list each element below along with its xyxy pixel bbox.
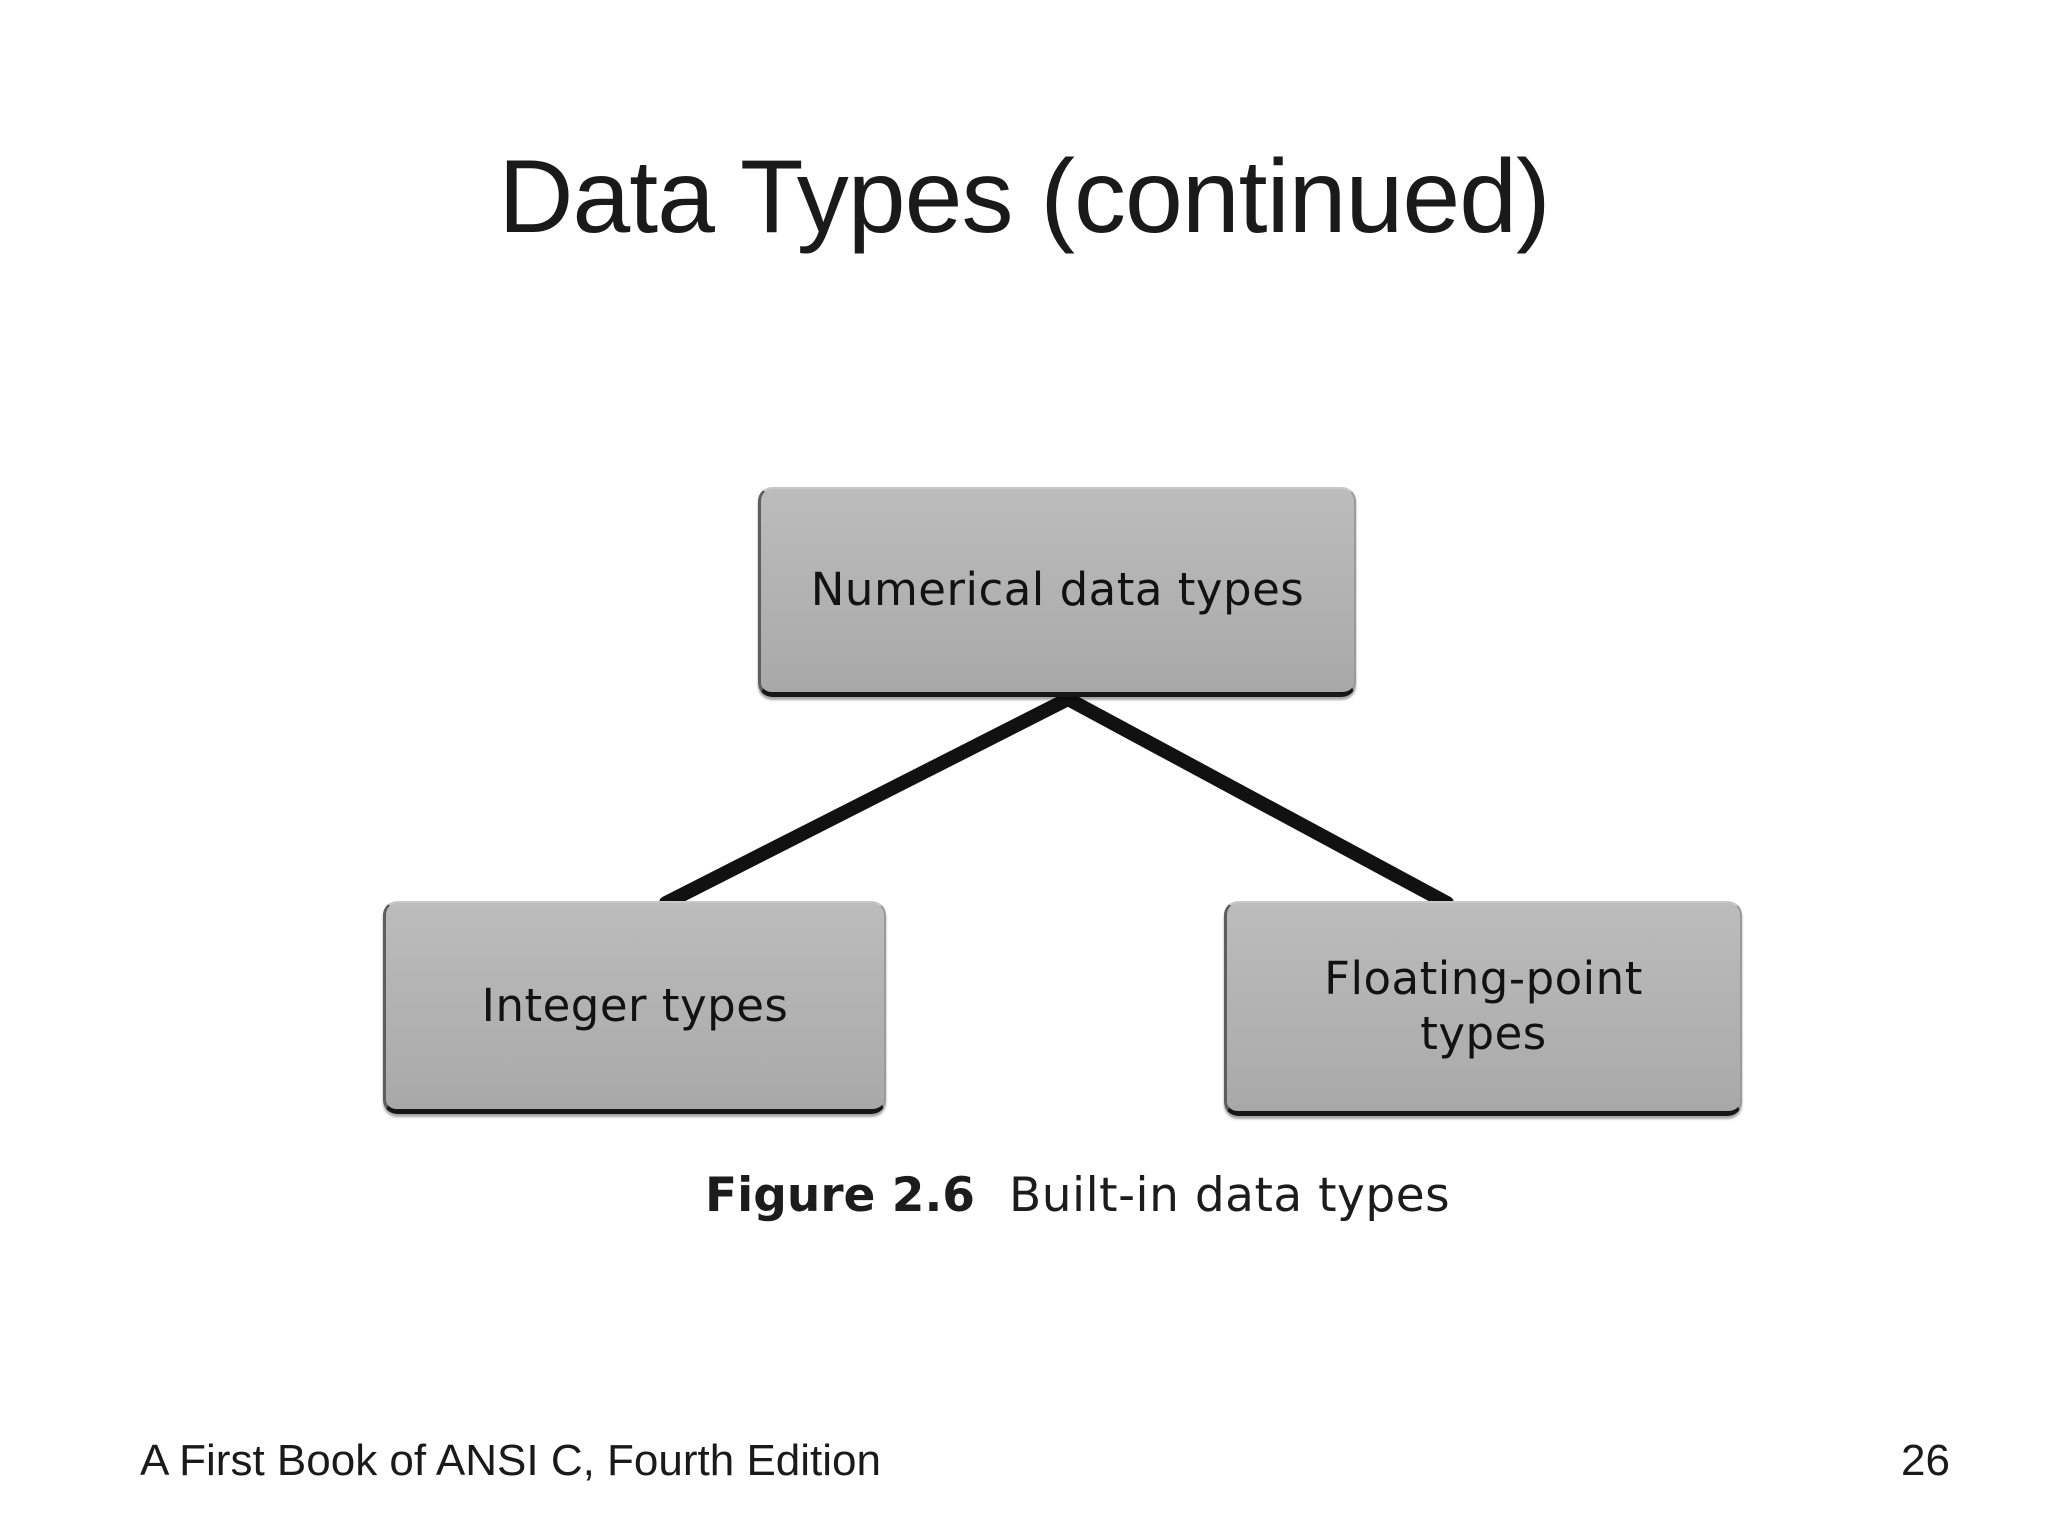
node-numerical-data-types: Numerical data types <box>758 487 1356 697</box>
footer-page-number: 26 <box>1901 1436 1950 1485</box>
node-integer-types: Integer types <box>383 901 886 1114</box>
node-floating-point-types-label: Floating-point types <box>1324 952 1643 1060</box>
figure-description: Built-in data types <box>1009 1168 1451 1223</box>
node-floating-point-types: Floating-point types <box>1224 901 1742 1116</box>
figure-number: Figure 2.6 <box>705 1168 975 1223</box>
figure-diagram: Numerical data types Integer types Float… <box>383 487 1742 1223</box>
node-integer-types-label: Integer types <box>481 978 789 1032</box>
footer-book-title: A First Book of ANSI C, Fourth Edition <box>140 1436 881 1485</box>
page-title: Data Types (continued) <box>498 139 1550 255</box>
connector-root-to-floating <box>1061 692 1454 910</box>
figure-caption: Figure 2.6 Built-in data types <box>705 1168 1450 1223</box>
connector-root-to-integer <box>659 692 1075 910</box>
node-numerical-data-types-label: Numerical data types <box>810 563 1305 617</box>
diagram-connectors <box>659 692 1454 910</box>
